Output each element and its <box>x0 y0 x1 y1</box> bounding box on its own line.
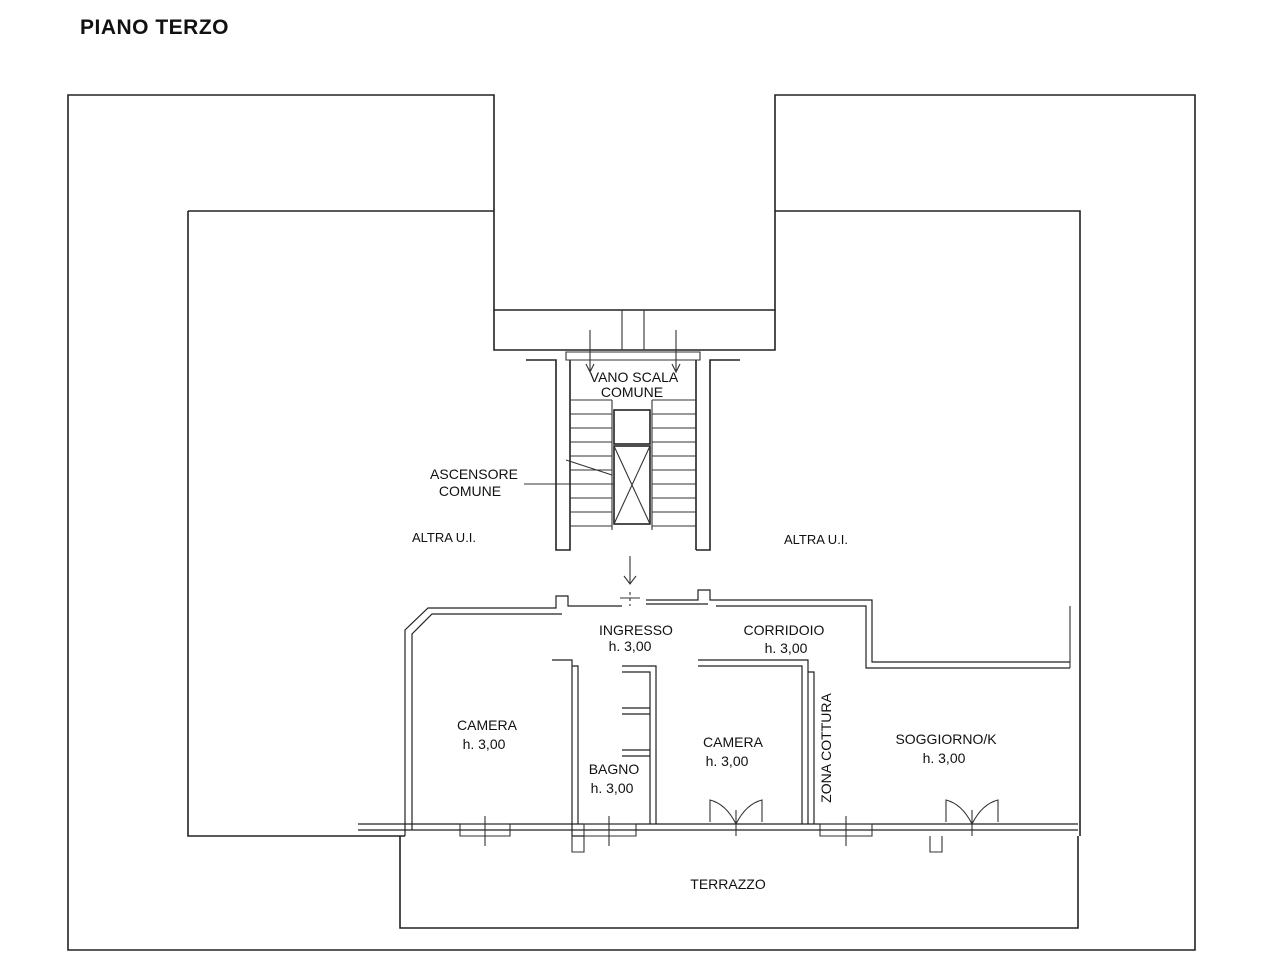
room-bagno-name: BAGNO <box>589 761 640 777</box>
neighbor-left-label: ALTRA U.I. <box>412 530 476 545</box>
stair-label-2: COMUNE <box>601 384 663 400</box>
apartment-walls <box>358 556 1078 853</box>
lift-label-2: COMUNE <box>439 483 501 499</box>
room-camera2-name: CAMERA <box>703 734 764 750</box>
room-bagno-height: h. 3,00 <box>591 780 634 796</box>
room-soggiorno-name: SOGGIORNO/K <box>895 731 997 747</box>
building-outline <box>67 94 1196 951</box>
room-soggiorno-height: h. 3,00 <box>923 750 966 766</box>
stair-core <box>493 310 776 551</box>
lift-label-1: ASCENSORE <box>430 466 518 482</box>
room-camera1-name: CAMERA <box>457 717 518 733</box>
room-ingresso-name: INGRESSO <box>599 622 673 638</box>
room-zona-cottura-name: ZONA COTTURA <box>818 693 834 803</box>
stair-label-1: VANO SCALA <box>590 369 679 385</box>
room-corridoio-height: h. 3,00 <box>765 640 808 656</box>
room-ingresso-height: h. 3,00 <box>609 638 652 654</box>
inner-block-outline <box>187 210 1081 837</box>
terrace-outline <box>399 836 1079 929</box>
room-corridoio-name: CORRIDOIO <box>744 622 825 638</box>
page-title: PIANO TERZO <box>80 16 230 39</box>
room-camera1-height: h. 3,00 <box>463 736 506 752</box>
room-camera2-height: h. 3,00 <box>706 753 749 769</box>
neighbor-right-label: ALTRA U.I. <box>784 532 848 547</box>
terrazzo-label: TERRAZZO <box>690 876 766 892</box>
elevator-shaft <box>524 409 651 525</box>
